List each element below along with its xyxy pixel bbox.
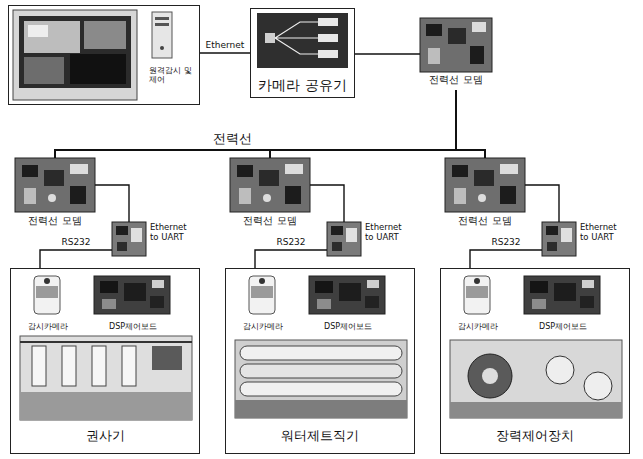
node-label: 전력선 모뎀 xyxy=(445,215,525,227)
node-label: DSP제어보드 xyxy=(91,322,175,331)
connector xyxy=(255,250,327,268)
connector xyxy=(355,53,420,54)
node-label: 감시카메라 xyxy=(238,322,288,331)
camera-part: 감시카메라 xyxy=(238,275,288,333)
connector xyxy=(270,90,456,158)
ethernet-uart-converter: Ethernet to UART xyxy=(112,222,192,262)
connector xyxy=(525,185,559,222)
machine-box: 감시카메라 DSP제어보드장력제어장치 xyxy=(440,268,630,454)
node-label: 전력선 모뎀 xyxy=(420,74,492,86)
node-label: 권사기 xyxy=(11,429,199,444)
connector xyxy=(40,250,112,268)
connector xyxy=(456,90,485,158)
edge-label: RS232 xyxy=(274,237,307,247)
power-line-modem: 전력선 모뎀 xyxy=(15,158,95,230)
connector xyxy=(470,250,542,268)
node-label: 카메라 공유기 xyxy=(251,77,354,93)
dsp-board-part: DSP제어보드 xyxy=(521,275,605,333)
edge-label: RS232 xyxy=(59,237,92,247)
connector xyxy=(55,90,456,158)
node-label: 전력선 모뎀 xyxy=(230,215,310,227)
node-label: 감시카메라 xyxy=(23,322,73,331)
node-label: Ethernet to UART xyxy=(365,223,405,243)
power-line-modem: 전력선 모뎀 xyxy=(445,158,525,230)
ethernet-uart-converter: Ethernet to UART xyxy=(327,222,407,262)
node-label: Ethernet to UART xyxy=(150,223,190,243)
power-line-modem: 전력선 모뎀 xyxy=(420,18,492,90)
machine-box: 감시카메라 DSP제어보드권사기 xyxy=(10,268,200,454)
camera-sharer-box: 카메라 공유기 xyxy=(250,8,355,98)
node-label: 장력제어장치 xyxy=(441,429,629,444)
edge-label: Ethernet xyxy=(204,40,247,50)
edge-label: RS232 xyxy=(489,237,522,247)
camera-part: 감시카메라 xyxy=(23,275,73,333)
power-line-modem: 전력선 모뎀 xyxy=(230,158,310,230)
edge-label: 전력선 xyxy=(211,132,254,147)
node-label: 워터제트직기 xyxy=(226,429,414,444)
node-label: 감시카메라 xyxy=(453,322,503,331)
camera-part: 감시카메라 xyxy=(453,275,503,333)
connector xyxy=(310,185,344,222)
node-label: 원격감시 및 제어 xyxy=(149,66,195,84)
connector xyxy=(95,185,129,222)
ethernet-uart-converter: Ethernet to UART xyxy=(542,222,622,262)
node-label: DSP제어보드 xyxy=(306,322,390,331)
dsp-board-part: DSP제어보드 xyxy=(306,275,390,333)
remote-monitor-box: 원격감시 및 제어 xyxy=(8,5,200,105)
node-label: 전력선 모뎀 xyxy=(15,215,95,227)
node-label: DSP제어보드 xyxy=(521,322,605,331)
machine-box: 감시카메라 DSP제어보드워터제트직기 xyxy=(225,268,415,454)
dsp-board-part: DSP제어보드 xyxy=(91,275,175,333)
node-label: Ethernet to UART xyxy=(580,223,620,243)
connector xyxy=(200,52,250,53)
